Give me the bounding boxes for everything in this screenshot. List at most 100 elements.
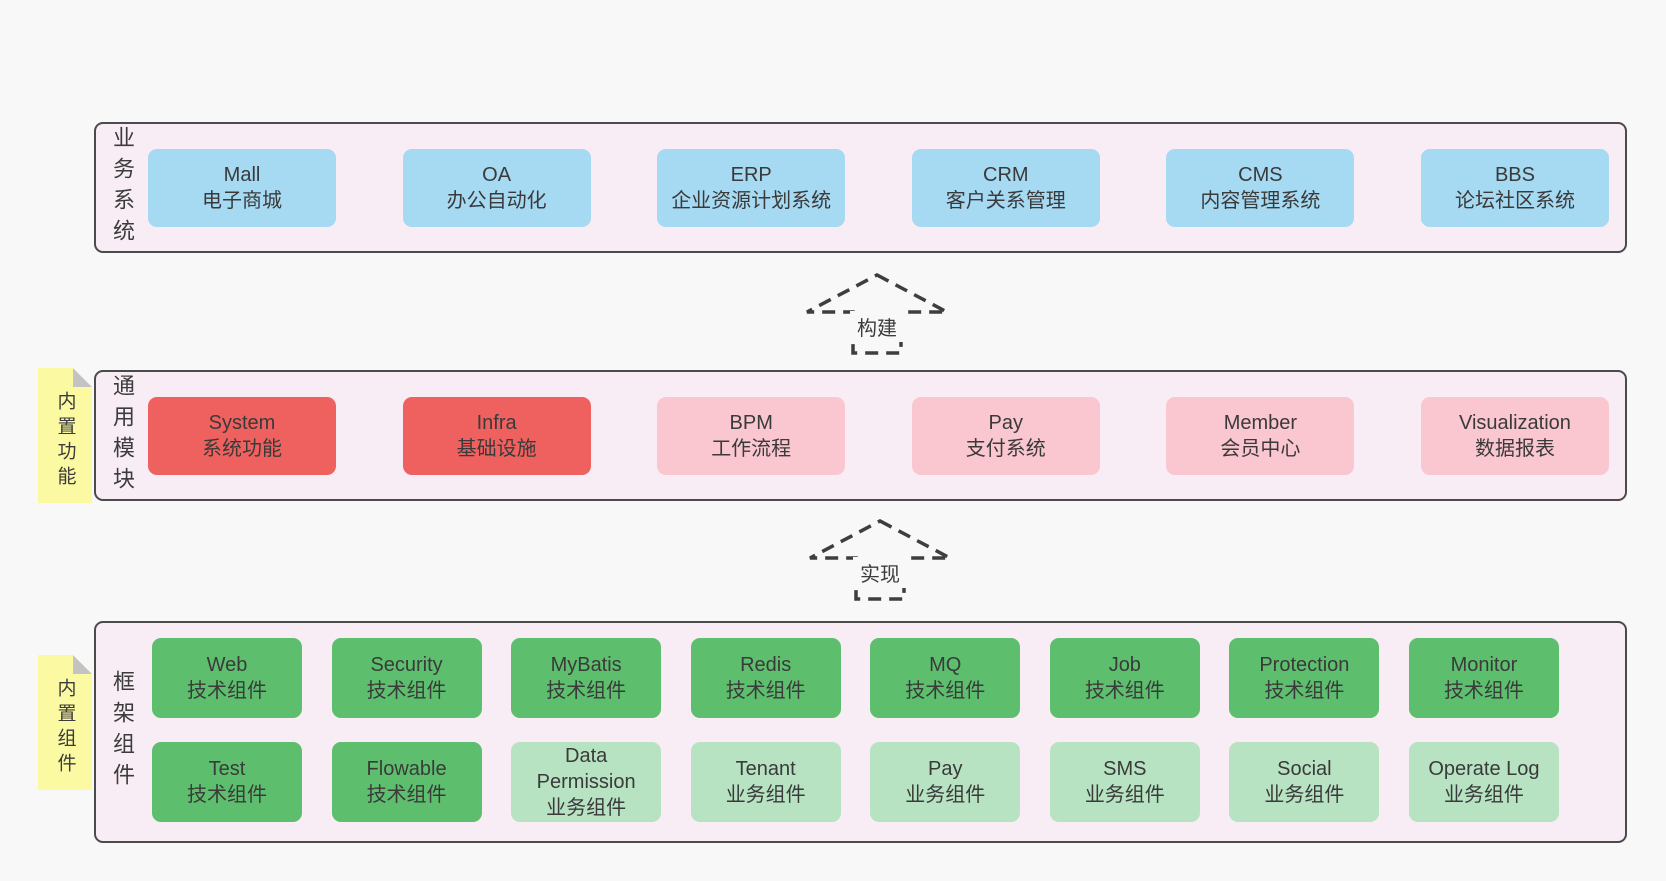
system-box-erp: ERP 企业资源计划系统 [657, 148, 846, 227]
box-subtitle: 论坛社区系统 [1454, 189, 1575, 212]
component-box-job: Job 技术组件 [1049, 638, 1200, 718]
band-framework-components: 框架组件 Web 技术组件 Security 技术组件 MyBatis 技术组件… [94, 621, 1627, 843]
module-box-system: System 系统功能 [148, 396, 336, 475]
component-box-flowable: Flowable 技术组件 [331, 742, 482, 822]
box-subtitle: 办公自动化 [446, 189, 547, 212]
box-title: Redis [740, 654, 792, 676]
box-subtitle: 数据报表 [1474, 437, 1555, 460]
band-business-row: Mall 电子商城 OA 办公自动化 ERP 企业资源计划系统 CRM 客户关系… [96, 124, 1625, 251]
module-box-member: Member 会员中心 [1166, 396, 1355, 475]
box-title: Monitor [1450, 654, 1518, 676]
band-modules-row: System 系统功能 Infra 基础设施 BPM 工作流程 Pay 支付系统… [96, 372, 1625, 499]
box-subtitle: 技术组件 [1264, 680, 1345, 702]
box-subtitle: 会员中心 [1220, 437, 1301, 460]
box-title: CRM [983, 163, 1029, 186]
box-title: Operate Log [1428, 758, 1540, 780]
component-box-test: Test 技术组件 [152, 742, 302, 822]
box-title: Pay [928, 758, 963, 780]
component-box-mq: MQ 技术组件 [870, 638, 1021, 718]
box-subtitle: 业务组件 [1084, 784, 1165, 806]
box-subtitle: 内容管理系统 [1200, 189, 1321, 212]
box-subtitle: 技术组件 [187, 784, 267, 806]
sticky-note-built-in-components: 内置组件 [38, 655, 92, 790]
box-title: Visualization [1459, 411, 1571, 434]
band-label-business-systems: 业务系统 [110, 125, 135, 250]
box-title: System [208, 411, 276, 434]
component-box-tenant: Tenant 业务组件 [690, 742, 841, 822]
build-arrow: 构建 [802, 271, 952, 357]
box-title: Tenant [735, 758, 796, 780]
box-subtitle: 技术组件 [1084, 680, 1165, 702]
box-subtitle: 业务组件 [1264, 784, 1345, 806]
box-title: Mall [223, 163, 261, 186]
note-fold-corner-icon [73, 368, 92, 387]
box-title: MyBatis [550, 654, 622, 676]
box-title: Data Permission [536, 745, 636, 793]
box-subtitle: 电子商城 [202, 189, 282, 212]
note-text: 内置组件 [54, 677, 76, 778]
box-title: Job [1108, 654, 1141, 676]
box-subtitle: 业务组件 [905, 784, 986, 806]
module-box-bpm: BPM 工作流程 [657, 396, 846, 475]
component-box-pay: Pay 业务组件 [870, 742, 1021, 822]
box-title: MQ [929, 654, 962, 676]
box-subtitle: 技术组件 [546, 680, 627, 702]
band-business-systems: 业务系统 Mall 电子商城 OA 办公自动化 ERP 企业资源计划系统 CRM… [94, 122, 1627, 253]
band-common-modules: 通用模块 System 系统功能 Infra 基础设施 BPM 工作流程 Pay… [94, 370, 1627, 501]
box-title: BBS [1494, 163, 1535, 186]
box-subtitle: 技术组件 [366, 680, 447, 702]
system-box-bbs: BBS 论坛社区系统 [1420, 148, 1609, 227]
box-subtitle: 企业资源计划系统 [671, 189, 832, 212]
note-fold-corner-icon [73, 655, 92, 674]
module-box-visualization: Visualization 数据报表 [1420, 396, 1609, 475]
box-subtitle: 技术组件 [725, 680, 806, 702]
box-subtitle: 系统功能 [202, 437, 282, 460]
component-box-sms: SMS 业务组件 [1049, 742, 1200, 822]
note-text: 内置功能 [54, 390, 76, 491]
box-subtitle: 工作流程 [711, 437, 792, 460]
box-title: Social [1277, 758, 1332, 780]
system-box-cms: CMS 内容管理系统 [1166, 148, 1355, 227]
box-title: BPM [729, 411, 773, 434]
component-box-social: Social 业务组件 [1229, 742, 1380, 822]
dashed-up-arrow-icon [809, 519, 951, 601]
component-box-redis: Redis 技术组件 [690, 638, 841, 718]
box-title: Protection [1259, 654, 1350, 676]
implement-arrow-label: 实现 [853, 557, 907, 588]
system-box-oa: OA 办公自动化 [402, 148, 591, 227]
box-title: Member [1223, 411, 1298, 434]
system-box-mall: Mall 电子商城 [148, 148, 336, 227]
module-box-infra: Infra 基础设施 [402, 396, 591, 475]
box-title: CMS [1238, 163, 1283, 186]
box-subtitle: 技术组件 [366, 784, 447, 806]
box-subtitle: 技术组件 [187, 680, 267, 702]
implement-arrow: 实现 [805, 517, 955, 603]
box-subtitle: 技术组件 [1443, 680, 1524, 702]
box-title: Web [206, 654, 248, 676]
box-title: ERP [730, 163, 772, 186]
band-label-framework-components: 框架组件 [110, 670, 135, 794]
box-title: Infra [476, 411, 517, 434]
box-title: Security [370, 654, 443, 676]
box-subtitle: 业务组件 [546, 797, 627, 819]
box-title: Pay [988, 411, 1024, 434]
component-box-data-permission: Data Permission 业务组件 [511, 742, 662, 822]
component-box-protection: Protection 技术组件 [1229, 638, 1380, 718]
module-box-pay: Pay 支付系统 [911, 396, 1100, 475]
system-box-crm: CRM 客户关系管理 [911, 148, 1100, 227]
box-subtitle: 基础设施 [456, 437, 537, 460]
box-title: Flowable [366, 758, 447, 780]
box-title: OA [482, 163, 512, 186]
box-title: Test [208, 758, 246, 780]
box-subtitle: 支付系统 [965, 437, 1046, 460]
build-arrow-label: 构建 [850, 311, 904, 342]
box-subtitle: 技术组件 [905, 680, 986, 702]
component-box-mybatis: MyBatis 技术组件 [511, 638, 662, 718]
band-label-common-modules: 通用模块 [110, 373, 135, 498]
component-box-monitor: Monitor 技术组件 [1408, 638, 1559, 718]
box-title: SMS [1103, 758, 1147, 780]
sticky-note-built-in-features: 内置功能 [38, 368, 92, 503]
component-box-security: Security 技术组件 [331, 638, 482, 718]
components-row-1: Web 技术组件 Security 技术组件 MyBatis 技术组件 Redi… [96, 638, 1625, 718]
